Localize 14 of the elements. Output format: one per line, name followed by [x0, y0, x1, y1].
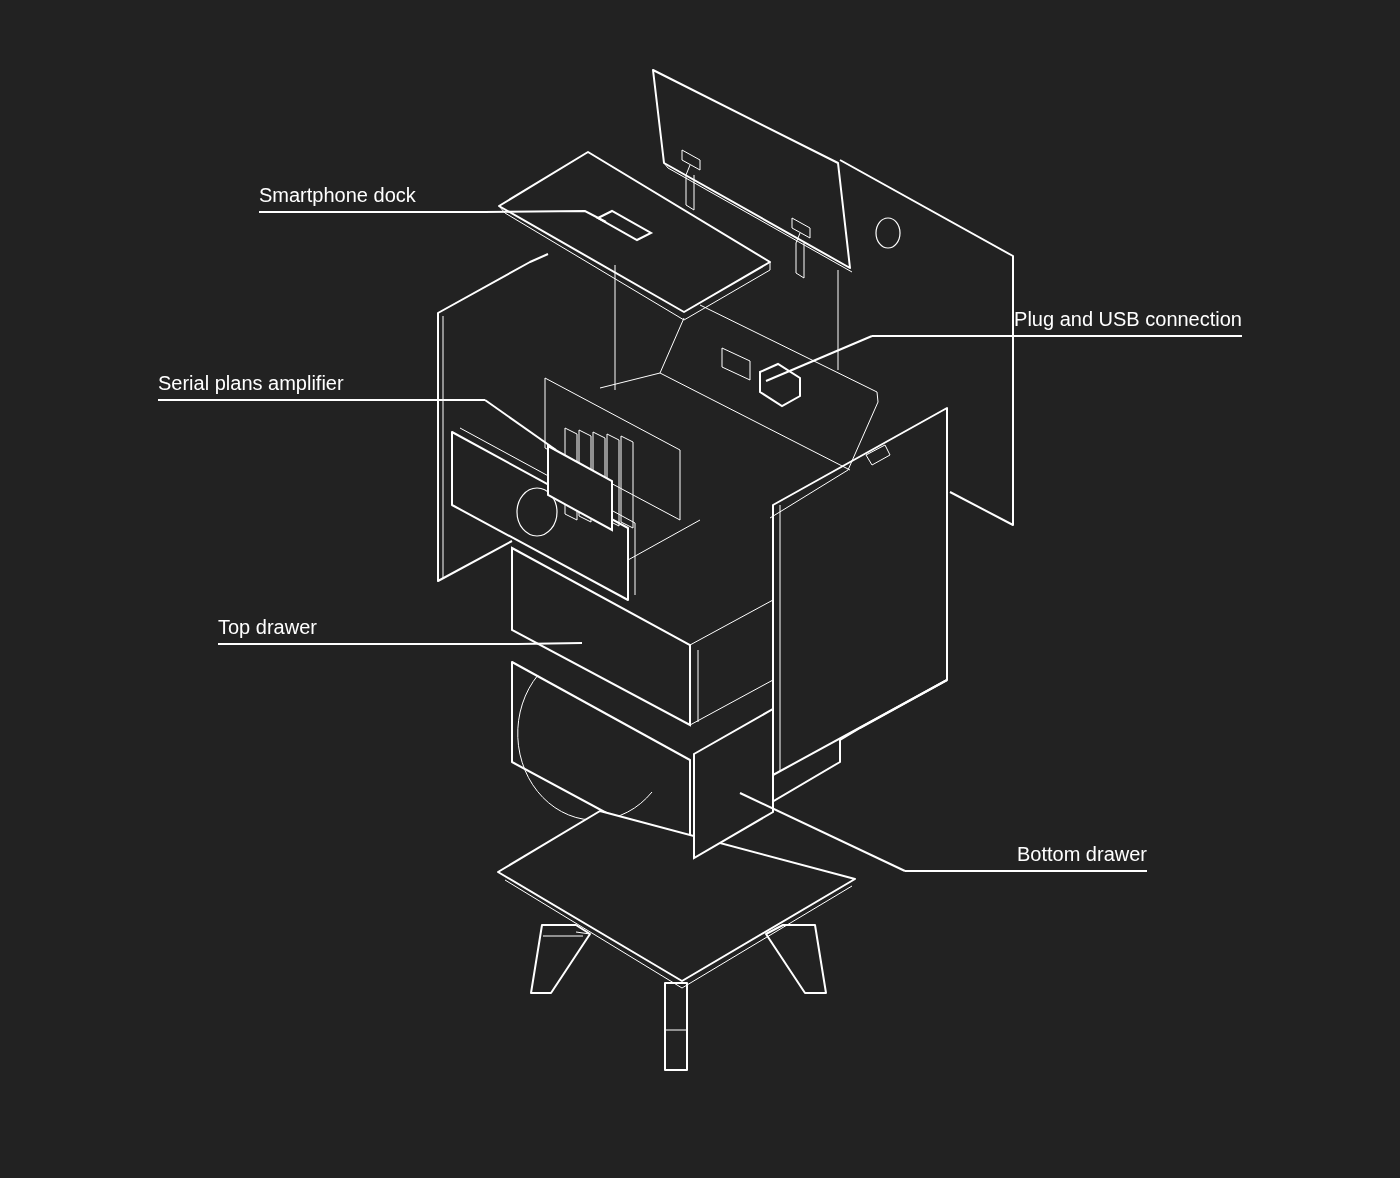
leader-line: [484, 399, 557, 451]
callout-label: Top drawer: [218, 610, 518, 645]
leader-line: [483, 210, 607, 223]
leader-line: [517, 642, 583, 645]
amplifier-plate: [547, 444, 613, 532]
callout-label: Plug and USB connection: [872, 302, 1242, 337]
power-socket: [759, 362, 801, 408]
callout-label: Smartphone dock: [259, 180, 484, 213]
leader-line: [739, 792, 906, 872]
callout-label: Serial plans amplifier: [158, 366, 485, 401]
callout-label: Bottom drawer: [905, 837, 1147, 872]
drawer-front: [511, 546, 691, 727]
leader-line: [765, 335, 873, 382]
drawer-side: [693, 707, 774, 860]
